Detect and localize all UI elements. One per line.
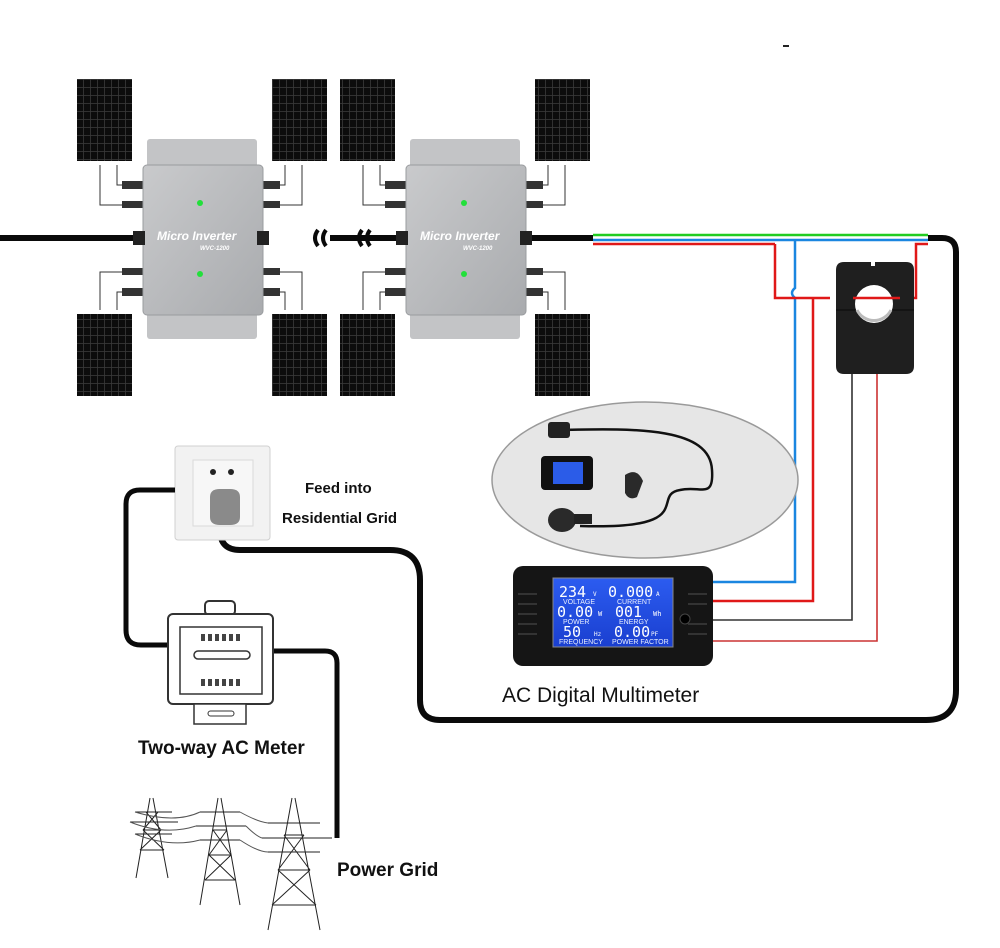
solar-panel — [340, 314, 395, 396]
inverter-label: Micro Inverter — [157, 229, 238, 243]
two-way-ac-meter — [167, 600, 274, 725]
residential-grid-label: Residential Grid — [282, 510, 398, 527]
current-transformer-clamp — [836, 260, 914, 374]
return-cable — [217, 235, 959, 723]
multimeter-label: AC Digital Multimeter — [502, 684, 700, 707]
frequency-unit: Hz — [594, 631, 602, 638]
energy-unit: Wh — [653, 610, 661, 618]
current-value: 0.000 — [608, 583, 653, 601]
pylon — [196, 797, 246, 906]
solar-panel — [272, 79, 327, 161]
status-led — [197, 271, 203, 277]
pylon — [130, 797, 178, 879]
ct-lead-black — [712, 372, 853, 621]
mc4-connectors — [122, 181, 543, 296]
lcd-display — [552, 577, 674, 648]
stray-mark — [783, 45, 789, 47]
inverter-model: WVC-1200 — [200, 246, 230, 252]
socket-to-meter-cable — [123, 487, 175, 648]
conductor-wires — [593, 233, 928, 642]
wall-socket — [174, 445, 271, 541]
status-led — [461, 200, 467, 206]
solar-panel — [77, 314, 132, 396]
multimeter-kit-callout — [491, 401, 799, 559]
voltage-unit: V — [593, 591, 597, 598]
ac-digital-multimeter: 234 V VOLTAGE 0.000 A CURRENT 0.00 W POW… — [513, 566, 713, 666]
solar-panels — [77, 79, 590, 396]
frequency-value: 50 — [563, 623, 581, 641]
power-unit: W — [598, 610, 603, 618]
voltage-value: 234 — [559, 583, 586, 601]
pylon — [262, 797, 332, 931]
status-led — [197, 200, 203, 206]
inverter-model: WVC-1200 — [463, 246, 493, 252]
power-factor-value: 0.00 — [614, 623, 650, 641]
current-caption: CURRENT — [617, 599, 652, 606]
solar-panel — [535, 314, 590, 396]
energy-value: 001 — [615, 603, 642, 621]
power-grid-towers — [129, 797, 332, 931]
status-led — [461, 271, 467, 277]
energy-caption: ENERGY — [619, 619, 649, 626]
solar-panel — [340, 79, 395, 161]
micro-inverter-2: Micro Inverter WVC-1200 — [396, 139, 532, 339]
power-factor-caption: POWER FACTOR — [612, 639, 669, 646]
power-grid-label: Power Grid — [337, 860, 439, 881]
power-value: 0.00 — [557, 603, 593, 621]
ct-lead-red — [712, 372, 878, 642]
inverter-label: Micro Inverter — [420, 229, 501, 243]
feed-into-label: Feed into — [305, 480, 372, 497]
micro-inverter-1: Micro Inverter WVC-1200 — [133, 139, 269, 339]
power-factor-unit: PF — [651, 631, 659, 638]
frequency-caption: FREQUENCY — [559, 639, 603, 646]
solar-panel — [535, 79, 590, 161]
current-unit: A — [656, 591, 660, 598]
meter-to-grid-cable — [273, 648, 340, 838]
power-caption: POWER — [563, 619, 589, 626]
live-sense-wire — [712, 298, 815, 603]
solar-panel — [272, 314, 327, 396]
voltage-caption: VOLTAGE — [563, 599, 595, 606]
solar-panel — [77, 79, 132, 161]
two-way-meter-label: Two-way AC Meter — [138, 738, 305, 759]
